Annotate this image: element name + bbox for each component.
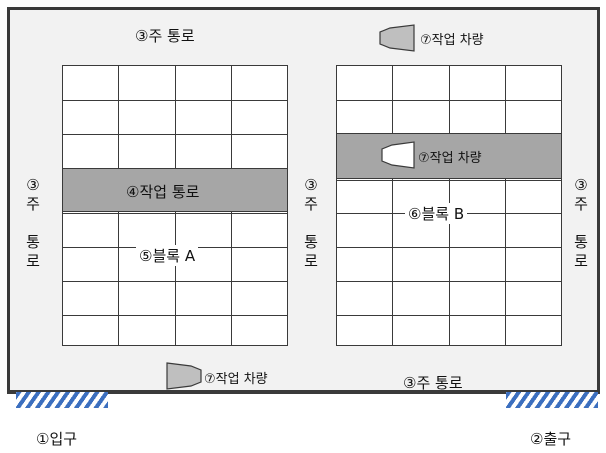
vehicle-label-top: ⑦작업 차량 [420, 33, 484, 48]
vehicle-label-band: ⑦작업 차량 [418, 151, 482, 166]
main-aisle-label-bottom: ③주 통로 [403, 374, 463, 392]
exit-door-icon [506, 392, 598, 408]
vehicle-label-bottom: ⑦작업 차량 [204, 372, 268, 387]
entrance-door-icon [16, 392, 108, 408]
entrance-label: ①입구 [36, 430, 78, 448]
vehicle-band [336, 133, 562, 179]
main-aisle-label-top: ③주 통로 [135, 27, 195, 45]
vehicle-icon [380, 141, 416, 169]
block-a-label: ⑤블록 A [136, 245, 199, 266]
block-b-label: ⑥블록 B [405, 203, 468, 224]
work-aisle-label: ④작업 통로 [126, 181, 200, 202]
vehicle-icon [378, 24, 416, 52]
vehicle-icon [165, 361, 203, 391]
exit-label: ②출구 [530, 430, 572, 448]
